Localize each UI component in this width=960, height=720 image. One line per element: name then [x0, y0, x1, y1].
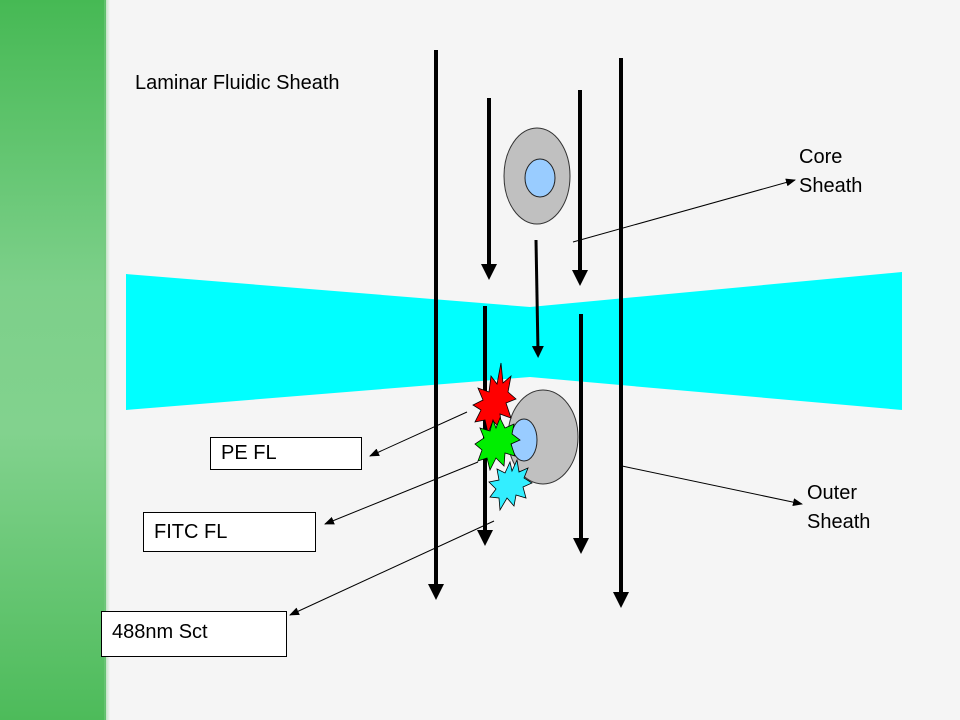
laser-beam — [126, 272, 902, 410]
outer-sheath-callout — [621, 465, 803, 507]
fitc-callout — [324, 461, 479, 525]
fitc-fluorescence-burst — [474, 417, 521, 472]
core-flow-arrow-center — [531, 239, 544, 358]
outer-sheath-label-line2: Sheath — [807, 511, 871, 533]
side-decorative-band — [0, 0, 110, 720]
core-sheath-callout — [572, 178, 796, 243]
scatter-burst — [488, 458, 533, 512]
core-sheath-label-line1: Core — [799, 146, 843, 168]
pe-callout — [369, 411, 468, 457]
core-sheath-label: Core Sheath — [799, 143, 862, 201]
cell-nucleus-approaching — [524, 158, 556, 198]
core-sheath-label-line2: Sheath — [799, 175, 863, 197]
pe-fl-detector-box: PE FL — [210, 437, 362, 470]
fitc-fl-detector-box: FITC FL — [143, 512, 316, 552]
diagram-title: Laminar Fluidic Sheath — [135, 72, 340, 94]
scatter-detector-box: 488nm Sct — [101, 611, 287, 657]
outer-sheath-label: Outer Sheath — [807, 479, 870, 537]
scatter-callout — [289, 520, 495, 616]
outer-sheath-label-line1: Outer — [807, 482, 858, 504]
